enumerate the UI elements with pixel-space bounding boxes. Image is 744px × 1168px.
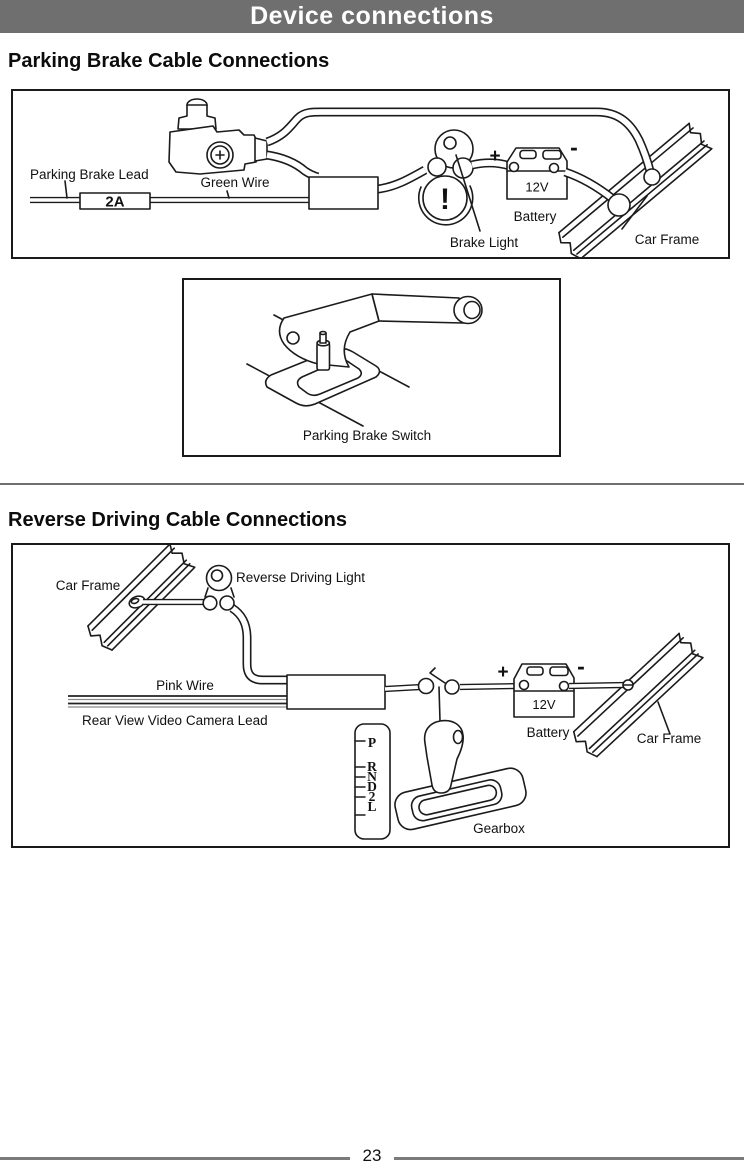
gear-letter-r: R — [367, 759, 377, 774]
gear-switch-stem-line — [438, 686, 441, 722]
car-frame-rail-icon — [558, 122, 713, 257]
gearbox-label: Gearbox — [473, 821, 525, 836]
brake-light-label: Brake Light — [450, 235, 519, 250]
battery-terminal-minus — [558, 680, 570, 692]
plus-sign: + — [497, 662, 508, 683]
reverse-light-icon — [204, 564, 235, 598]
frame-bolt-inner — [130, 597, 140, 605]
brake-light-icon: ! — [417, 129, 474, 226]
gear-letter-n: N — [367, 769, 377, 784]
car-frame-leader-line — [621, 195, 648, 230]
car-frame-label: Car Frame — [635, 232, 700, 247]
gear-letter-d: D — [367, 779, 377, 794]
pink-wire-lines — [68, 695, 287, 708]
wire-switch-to-battery — [459, 682, 520, 691]
brake-light-leader — [455, 154, 481, 232]
camera-lead-label: Rear View Video Camera Lead — [82, 713, 268, 728]
parking-brake-lead-leader — [64, 180, 68, 199]
car-frame-right-label: Car Frame — [637, 731, 702, 746]
wire-connector-to-switch — [384, 683, 422, 693]
page-header: Device connections — [0, 0, 744, 33]
section-divider — [0, 483, 744, 485]
switch-lever-line — [429, 667, 446, 684]
frame-bolt-top-icon — [643, 168, 661, 186]
fuse-label: 2A — [105, 194, 124, 211]
reverse-driving-diagram-box: P R N D 2 L Car Frame Reverse Driving Li… — [11, 543, 730, 848]
plus-sign: + — [489, 146, 500, 167]
battery-terminal-plus — [508, 161, 520, 173]
handbrake-base-plate-icon — [264, 347, 381, 407]
gear-letter-2: 2 — [369, 789, 376, 804]
parking-brake-diagram: ! Parking Brake Lead 2A Green Wire Brake… — [30, 98, 713, 257]
section-heading-reverse-driving: Reverse Driving Cable Connections — [8, 509, 347, 531]
cable-battery-to-frame — [563, 167, 616, 203]
switch-contact-right — [444, 679, 460, 695]
battery-label: Battery — [527, 725, 570, 740]
green-wire-tick — [226, 190, 230, 199]
car-frame-leader-line — [657, 701, 671, 735]
gear-shifter-handle-icon — [423, 719, 464, 794]
frame-bolt-bottom-icon — [607, 193, 631, 217]
page-number: 23 — [362, 1146, 382, 1165]
light-terminal-right — [219, 595, 235, 611]
parking-brake-switch-diagram: Parking Brake Switch — [246, 293, 483, 443]
gear-indicator-panel: P R N D 2 L — [354, 723, 391, 840]
switch-contact-left — [417, 677, 435, 695]
pink-wire-label: Pink Wire — [156, 678, 214, 693]
battery-voltage-label: 12V — [532, 697, 555, 712]
handbrake-lever-icon — [278, 293, 483, 368]
car-frame-left-label: Car Frame — [56, 578, 121, 593]
reverse-driving-light-label: Reverse Driving Light — [236, 570, 365, 585]
wire-battery-to-frame — [568, 681, 625, 690]
green-wire-lead — [30, 192, 311, 210]
reverse-driving-diagram: P R N D 2 L Car Frame Reverse Driving Li… — [56, 545, 704, 840]
cable-switch-to-frame — [265, 107, 655, 173]
battery-icon — [513, 663, 575, 718]
parking-brake-switch-box: Parking Brake Switch — [182, 278, 561, 457]
minus-sign: - — [570, 134, 578, 160]
green-wire-label: Green Wire — [200, 175, 269, 190]
gear-letter-l: L — [367, 799, 376, 814]
minus-sign: - — [577, 653, 585, 679]
gear-letter-p: P — [368, 735, 376, 750]
cable-connector-to-brakelight — [377, 166, 428, 194]
section-heading-parking-brake: Parking Brake Cable Connections — [8, 50, 330, 72]
battery-terminal-plus — [518, 679, 530, 691]
parking-brake-switch-label: Parking Brake Switch — [303, 428, 431, 443]
parking-brake-switch-unit-icon — [168, 98, 268, 175]
parking-brake-diagram-box: ! Parking Brake Lead 2A Green Wire Brake… — [11, 89, 730, 259]
footer-rule-left — [0, 1157, 350, 1160]
light-terminal-left — [202, 595, 218, 611]
switch-plunger-icon — [316, 330, 331, 371]
cable-light-to-connector — [229, 604, 289, 685]
page-title: Device connections — [250, 2, 494, 30]
battery-voltage-label: 12V — [525, 180, 548, 195]
battery-label: Battery — [514, 209, 557, 224]
battery-icon — [506, 147, 568, 200]
gear-shifter-boot-icon — [394, 767, 527, 831]
inline-connector-box — [308, 176, 379, 210]
parking-brake-lead-label: Parking Brake Lead — [30, 167, 149, 182]
exclamation-icon: ! — [440, 183, 450, 216]
fuse-box — [79, 192, 151, 210]
battery-terminal-minus — [548, 162, 560, 174]
footer-rule-right — [394, 1157, 744, 1160]
inline-connector-box — [286, 674, 386, 710]
cable-switch-to-connector — [266, 150, 320, 182]
